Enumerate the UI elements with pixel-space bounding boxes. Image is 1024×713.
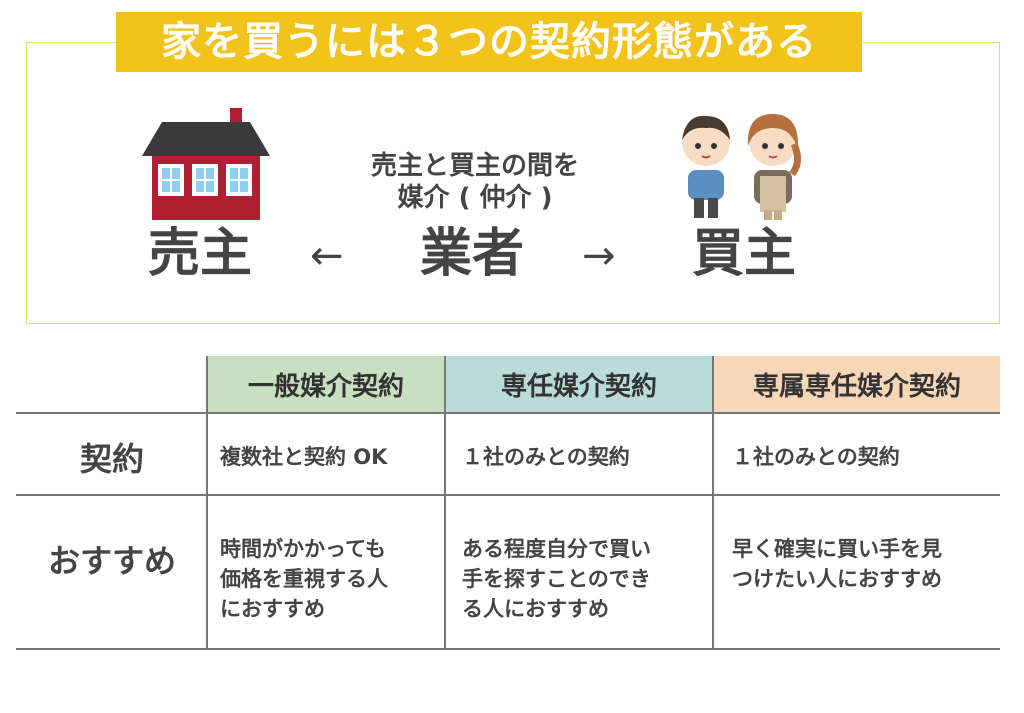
table-cell: 複数社と契約 OK <box>220 442 387 472</box>
cell-line: におすすめ <box>220 597 325 621</box>
row-header-recommended: おすすめ <box>47 542 176 580</box>
table-column-divider <box>206 356 208 650</box>
seller-label: 売主 <box>148 224 253 284</box>
cell-line: 早く確実に買い手を見 <box>732 537 942 561</box>
cell-line: 手を探すことのでき <box>462 567 651 591</box>
caption-line-1: 売主と買主の間を <box>370 151 579 181</box>
right-arrow-icon: → <box>582 233 616 279</box>
table-divider <box>16 412 1000 414</box>
left-arrow-icon: ← <box>310 233 344 279</box>
page-title: 家を買うには３つの契約形態がある <box>116 12 862 72</box>
diagram-caption: 売主と買主の間を 媒介 ( 仲介 ) <box>330 150 620 214</box>
column-header-general: 一般媒介契約 <box>208 356 444 412</box>
table-column-divider <box>444 356 446 650</box>
table-cell: １社のみとの契約 <box>462 442 630 472</box>
cell-line: 価格を重視する人 <box>220 567 388 591</box>
row-header-contract: 契約 <box>79 440 144 478</box>
table-cell: ある程度自分で買い 手を探すことのでき る人におすすめ <box>462 534 651 624</box>
table-column-divider <box>712 356 714 650</box>
table-cell: １社のみとの契約 <box>732 442 900 472</box>
table-divider <box>16 648 1000 650</box>
cell-line: ある程度自分で買い <box>462 537 651 561</box>
cell-line: 時間がかかっても <box>220 537 386 561</box>
table-divider <box>16 494 1000 496</box>
table-cell: 早く確実に買い手を見 つけたい人におすすめ <box>732 534 942 594</box>
cell-line: １社のみとの契約 <box>462 445 630 469</box>
cell-line: 複数社と契約 OK <box>220 445 388 469</box>
table-cell: 時間がかかっても 価格を重視する人 におすすめ <box>220 534 388 624</box>
cell-line: つけたい人におすすめ <box>732 567 942 591</box>
column-header-exclusive-dedicated: 専属専任媒介契約 <box>714 356 1000 412</box>
buyer-label: 買主 <box>692 224 797 284</box>
buyer-couple-icon <box>682 114 801 220</box>
house-icon <box>142 108 270 220</box>
column-header-exclusive: 専任媒介契約 <box>446 356 712 412</box>
cell-line: １社のみとの契約 <box>732 445 900 469</box>
cell-line: る人におすすめ <box>462 597 609 621</box>
agent-label: 業者 <box>420 224 525 284</box>
caption-line-2: 媒介 ( 仲介 ) <box>397 183 553 213</box>
